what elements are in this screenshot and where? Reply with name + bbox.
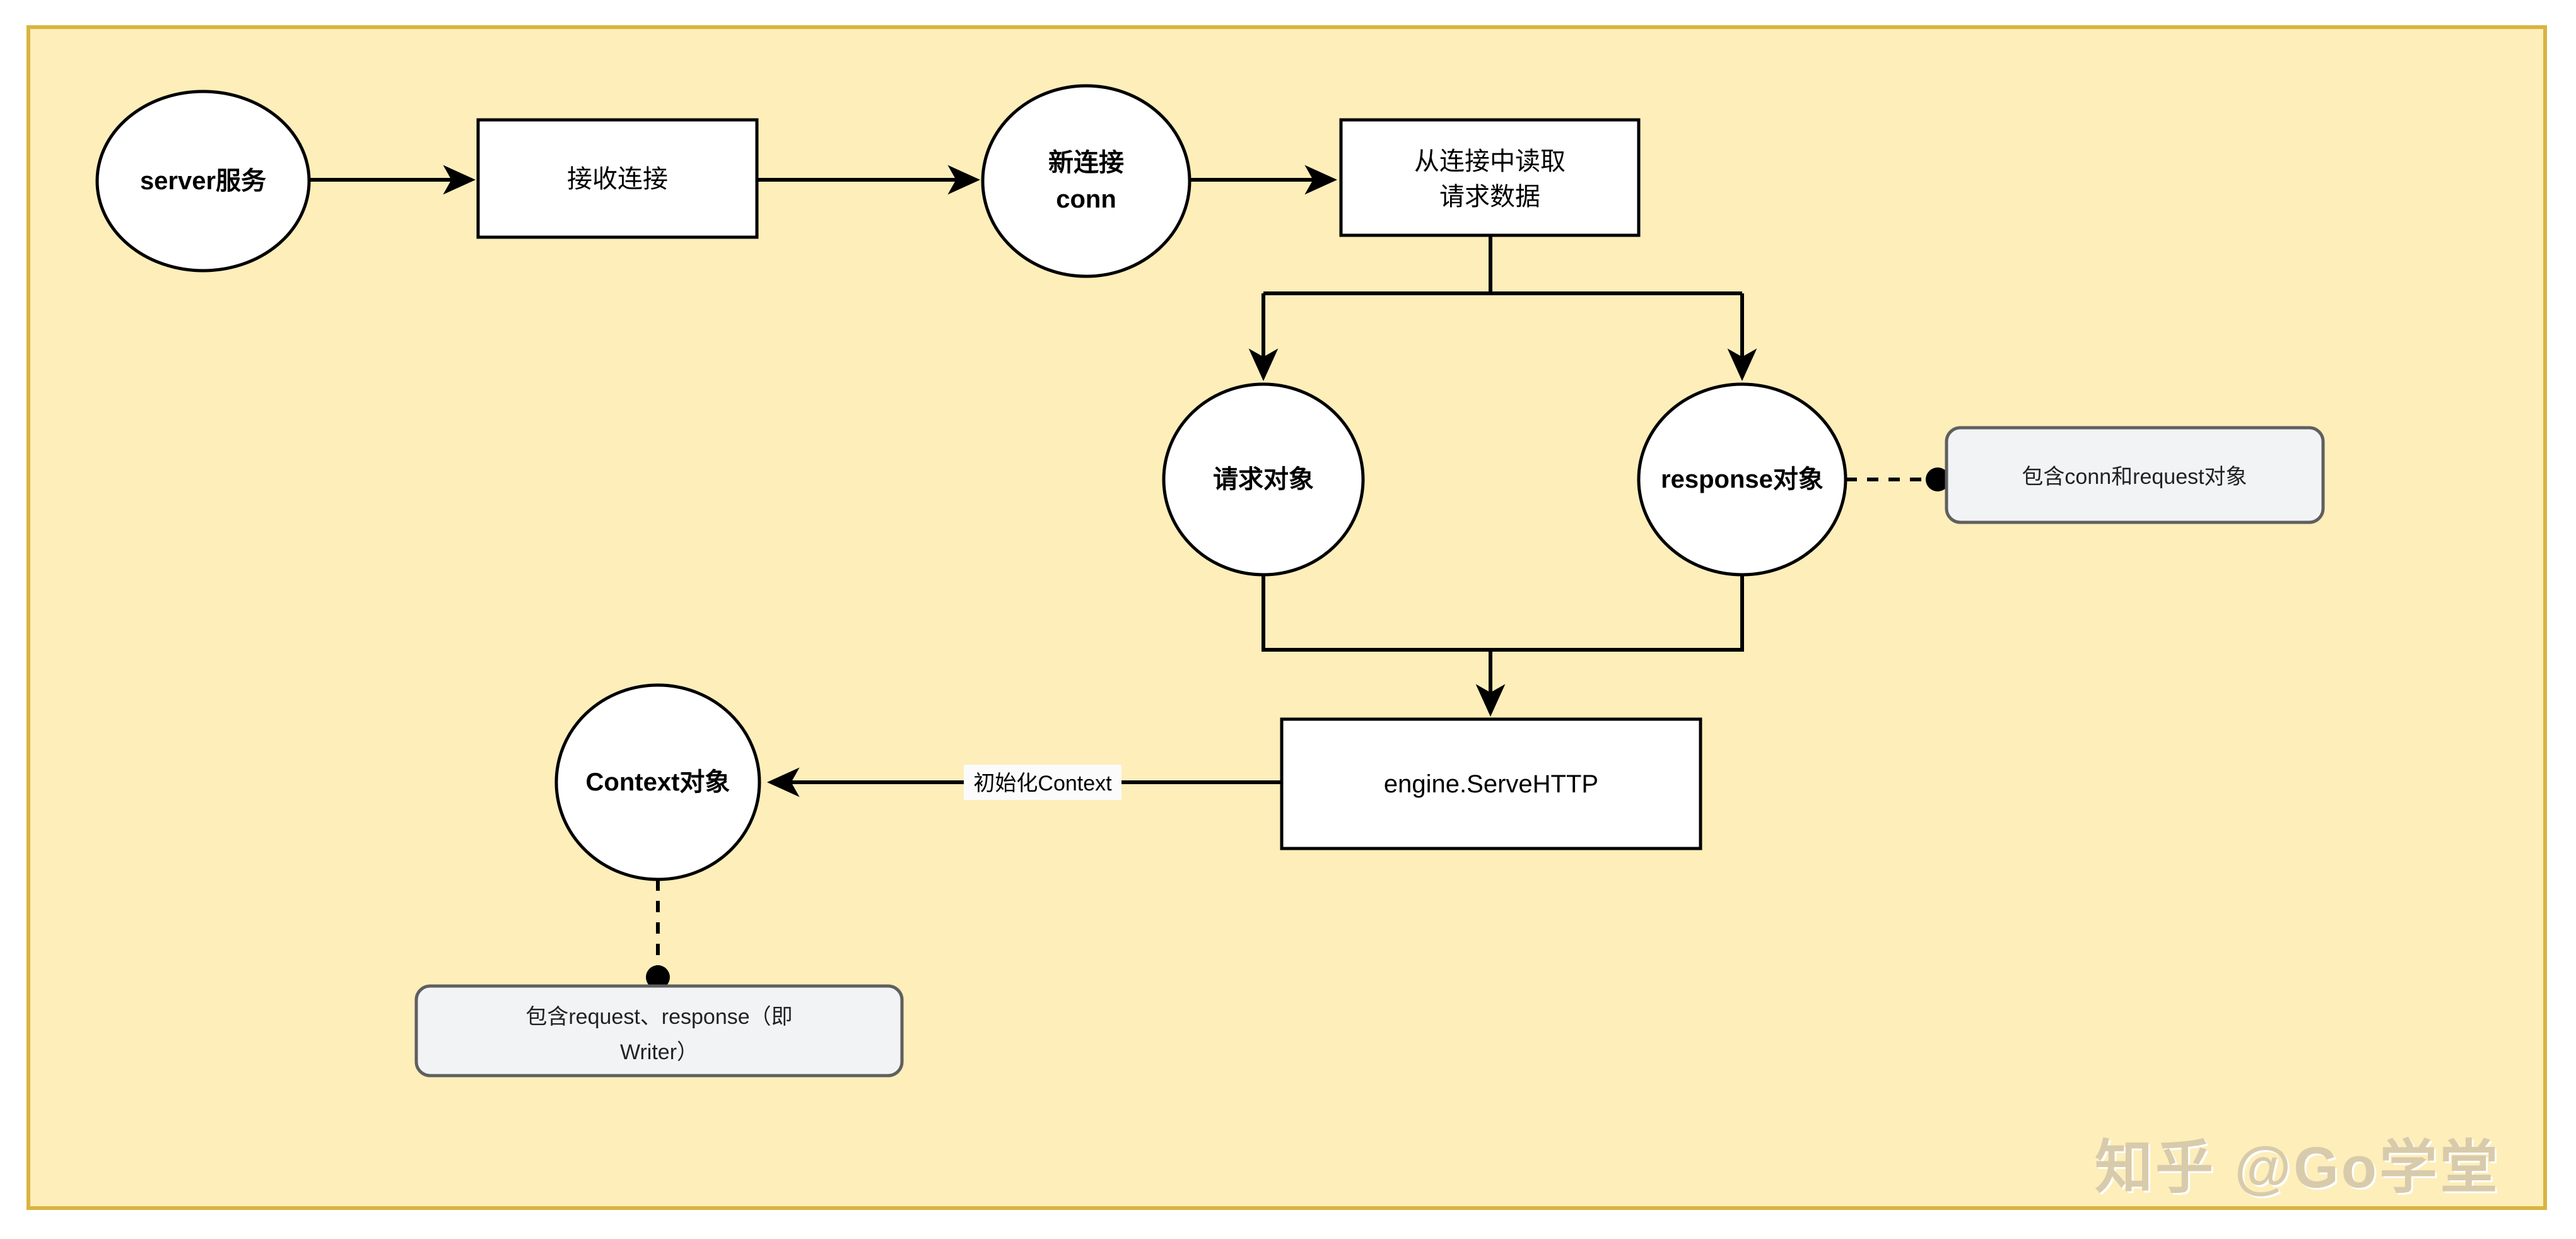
node-server-service-shape[interactable]	[95, 90, 311, 273]
edge-readreq-split-bar	[1263, 235, 1742, 295]
node-accept-connection-label: 接收连接	[567, 165, 668, 193]
note-response-box	[1945, 426, 2325, 524]
node-new-conn-label-line2: conn	[1056, 185, 1116, 213]
node-new-conn-shape[interactable]	[981, 84, 1191, 278]
node-context-object-label: Context对象	[586, 768, 730, 796]
note-anchor-dot-context	[646, 965, 670, 989]
note-context-box	[414, 984, 904, 1078]
watermark-text: 知乎 @Go学堂	[2094, 1136, 2500, 1200]
node-request-object-shape[interactable]	[1162, 382, 1365, 577]
node-accept-connection[interactable]: 接收连接	[476, 118, 759, 239]
node-engine-servehttp[interactable]: engine.ServeHTTP	[1280, 717, 1702, 850]
node-new-conn[interactable]: 新连接 conn	[981, 84, 1191, 278]
edge-label-background	[964, 765, 1121, 800]
note-context-object: 包含request、response（即 Writer）	[414, 984, 904, 1078]
node-engine-servehttp-label: engine.ServeHTTP	[1384, 770, 1598, 798]
note-context-text-line2: Writer）	[620, 1040, 698, 1064]
node-context-object[interactable]: Context对象	[554, 683, 761, 881]
node-engine-servehttp-shape[interactable]	[1280, 717, 1702, 850]
note-context-text-line1: 包含request、response（即	[525, 1005, 792, 1029]
node-response-object-label: response对象	[1661, 466, 1824, 493]
node-read-request-data[interactable]: 从连接中读取 请求数据	[1339, 118, 1641, 237]
node-response-object-shape[interactable]	[1637, 382, 1847, 577]
note-anchor-dot-response	[1926, 467, 1950, 491]
node-context-object-shape[interactable]	[554, 683, 761, 881]
node-read-request-data-label-line2: 请求数据	[1439, 183, 1540, 211]
node-response-object[interactable]: response对象	[1637, 382, 1847, 577]
note-response-object: 包含conn和request对象	[1945, 426, 2325, 524]
node-read-request-data-label-line1: 从连接中读取	[1414, 148, 1566, 175]
note-response-text: 包含conn和request对象	[2022, 465, 2247, 489]
node-accept-connection-shape[interactable]	[476, 118, 759, 239]
edge-merge-bar	[1262, 574, 1744, 652]
edge-label-init-context: 初始化Context	[973, 772, 1112, 796]
node-request-object-label: 请求对象	[1213, 466, 1314, 493]
node-read-request-data-shape[interactable]	[1339, 118, 1641, 237]
node-server-service-label: server服务	[140, 167, 266, 195]
node-new-conn-label-line1: 新连接	[1048, 149, 1124, 177]
node-request-object[interactable]: 请求对象	[1162, 382, 1365, 577]
node-server-service[interactable]: server服务	[95, 90, 311, 273]
